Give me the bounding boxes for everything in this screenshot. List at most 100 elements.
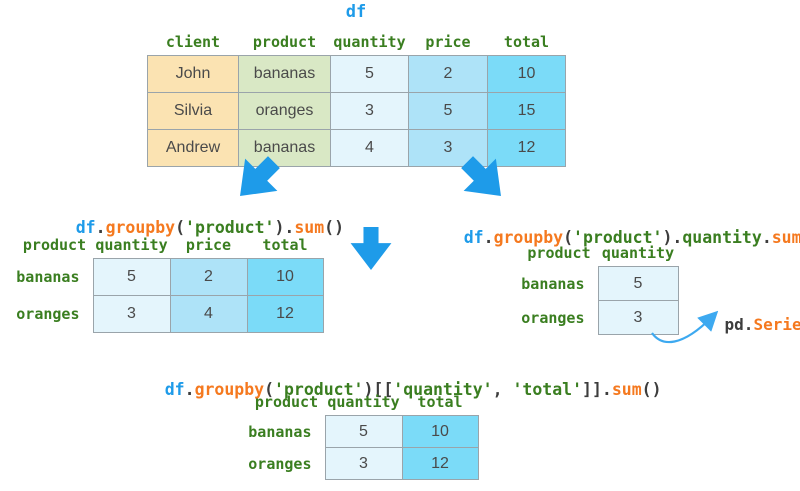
groupby-multicol-table: product quantity total bananas 5 10 oran… xyxy=(248,389,479,480)
row-index-label: bananas xyxy=(16,268,80,286)
code-token: groupby xyxy=(194,380,265,399)
table-cell: 12 xyxy=(401,447,479,480)
code-token: . xyxy=(761,228,772,247)
df-table: client product quantity price total John… xyxy=(147,29,566,167)
table-cell: 2 xyxy=(408,55,488,93)
table-cell: 4 xyxy=(169,295,248,333)
code-token: ). xyxy=(662,228,683,247)
column-header: price xyxy=(185,236,232,254)
column-header: quantity xyxy=(327,393,400,411)
table-cell: 3 xyxy=(330,92,409,130)
groupby-quantity-table: product quantity bananas 5 oranges 3 xyxy=(520,240,679,335)
code-token: ). xyxy=(274,218,295,237)
table-cell: 3 xyxy=(324,447,403,480)
df-table-title: df xyxy=(345,2,367,22)
row-index-label: bananas xyxy=(248,422,312,441)
code-token: ( xyxy=(264,380,275,399)
table-cell: 5 xyxy=(330,55,409,93)
column-header: quantity xyxy=(95,236,168,254)
table-cell: Silvia xyxy=(147,92,239,130)
table-row: oranges 3 xyxy=(520,300,679,335)
column-header: product xyxy=(254,393,319,412)
pd-series-label: pd.Series() xyxy=(686,295,800,355)
code-token: sum xyxy=(611,380,642,399)
table-row: bananas 5 xyxy=(520,266,679,301)
code-groupby-sum: df.groupby('product').sum() xyxy=(36,198,344,258)
code-token: quantity xyxy=(682,228,762,247)
code-token: () xyxy=(324,218,345,237)
code-token: Series xyxy=(753,315,800,334)
arrow-down-left-icon xyxy=(240,156,280,196)
column-header: total xyxy=(262,236,308,254)
code-groupby-quantity-sum: df.groupby('product').quantity.sum() xyxy=(424,208,800,268)
table-cell: 4 xyxy=(330,129,409,167)
column-header: product xyxy=(22,236,87,255)
code-token: 'product' xyxy=(573,228,663,247)
table-cell: 10 xyxy=(487,55,566,93)
row-index-label: oranges xyxy=(248,454,312,473)
code-token: ( xyxy=(563,228,574,247)
table-cell: 2 xyxy=(169,258,248,296)
table-cell: 10 xyxy=(401,415,479,448)
code-token: groupby xyxy=(105,218,176,237)
table-cell: 12 xyxy=(246,295,324,333)
table-cell: bananas xyxy=(238,55,331,93)
column-header: product xyxy=(527,244,591,263)
row-index-label: bananas xyxy=(521,274,585,293)
code-token: df xyxy=(75,218,96,237)
code-token: sum xyxy=(771,228,800,247)
table-row: bananas 5 2 10 xyxy=(16,258,324,296)
table-cell: 3 xyxy=(408,129,488,167)
code-token: 'total' xyxy=(512,380,583,399)
column-header: total xyxy=(417,393,463,411)
table-cell: oranges xyxy=(238,92,331,130)
code-token: 'product' xyxy=(185,218,275,237)
code-token: . xyxy=(483,228,494,247)
table-cell: 5 xyxy=(408,92,488,130)
table-header-row: product quantity xyxy=(520,240,678,267)
row-index-label: oranges xyxy=(521,308,585,327)
table-cell: 3 xyxy=(597,300,679,335)
table-cell: 5 xyxy=(597,266,679,301)
table-cell: 10 xyxy=(246,258,324,296)
table-row: Andrew bananas 4 3 12 xyxy=(147,129,566,167)
code-token: pd. xyxy=(724,315,754,334)
table-cell: 3 xyxy=(92,295,171,333)
code-token: ]]. xyxy=(582,380,612,399)
column-header: quantity xyxy=(333,33,406,51)
table-cell: 5 xyxy=(324,415,403,448)
table-cell: Andrew xyxy=(147,129,239,167)
table-cell: 12 xyxy=(487,129,566,167)
code-token: df xyxy=(463,228,484,247)
arrow-down-icon xyxy=(350,227,392,270)
code-token: df xyxy=(164,380,185,399)
table-row: oranges 3 4 12 xyxy=(16,295,324,333)
column-header: quantity xyxy=(601,244,675,262)
table-row: Silvia oranges 3 5 15 xyxy=(147,92,566,130)
curved-arrow-icon xyxy=(651,310,719,344)
table-cell: John xyxy=(147,55,239,93)
table-row: bananas 5 10 xyxy=(248,415,479,448)
code-token: 'product' xyxy=(274,380,364,399)
table-row: oranges 3 12 xyxy=(248,447,479,480)
code-token: 'quantity' xyxy=(393,380,493,399)
code-token: sum xyxy=(294,218,325,237)
table-cell: 15 xyxy=(487,92,566,130)
column-header: price xyxy=(425,33,471,51)
table-header-row: client product quantity price total xyxy=(148,29,566,56)
table-row: John bananas 5 2 10 xyxy=(147,55,566,93)
code-token: ( xyxy=(175,218,186,237)
groupby-sum-table: product quantity price total bananas 5 2… xyxy=(16,232,324,333)
table-header-row: product quantity price total xyxy=(16,232,323,259)
table-header-row: product quantity total xyxy=(248,389,478,416)
code-token: groupby xyxy=(493,228,564,247)
column-header: product xyxy=(252,33,317,51)
code-token: . xyxy=(95,218,106,237)
row-index-label: oranges xyxy=(16,305,80,323)
column-header: total xyxy=(503,33,550,51)
arrow-down-right-icon xyxy=(461,156,501,196)
code-token: . xyxy=(184,380,195,399)
column-header: client xyxy=(165,33,221,51)
code-token: () xyxy=(641,380,662,399)
